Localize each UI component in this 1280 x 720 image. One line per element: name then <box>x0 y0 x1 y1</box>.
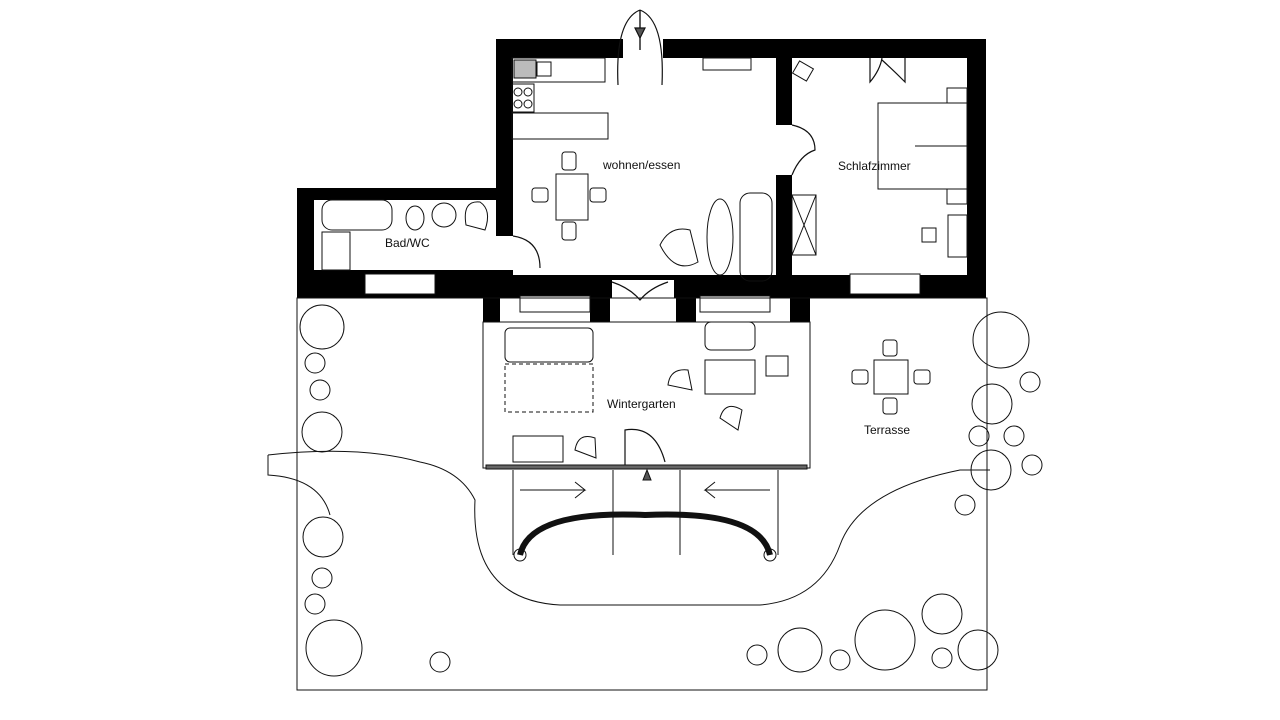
furniture <box>321 57 968 282</box>
room-label-bedroom: Schlafzimmer <box>838 159 911 173</box>
room-label-wintergarden: Wintergarten <box>607 397 676 411</box>
room-label-bath: Bad/WC <box>385 236 430 250</box>
wintergarden <box>482 321 811 481</box>
doors <box>512 9 906 468</box>
stairs <box>512 470 779 562</box>
room-label-terrace: Terrasse <box>864 423 911 437</box>
trees <box>299 304 1043 677</box>
terrace-outline <box>267 297 990 691</box>
openings <box>364 38 921 320</box>
terrace-table <box>851 339 931 415</box>
room-label-living: wohnen/essen <box>603 158 681 172</box>
